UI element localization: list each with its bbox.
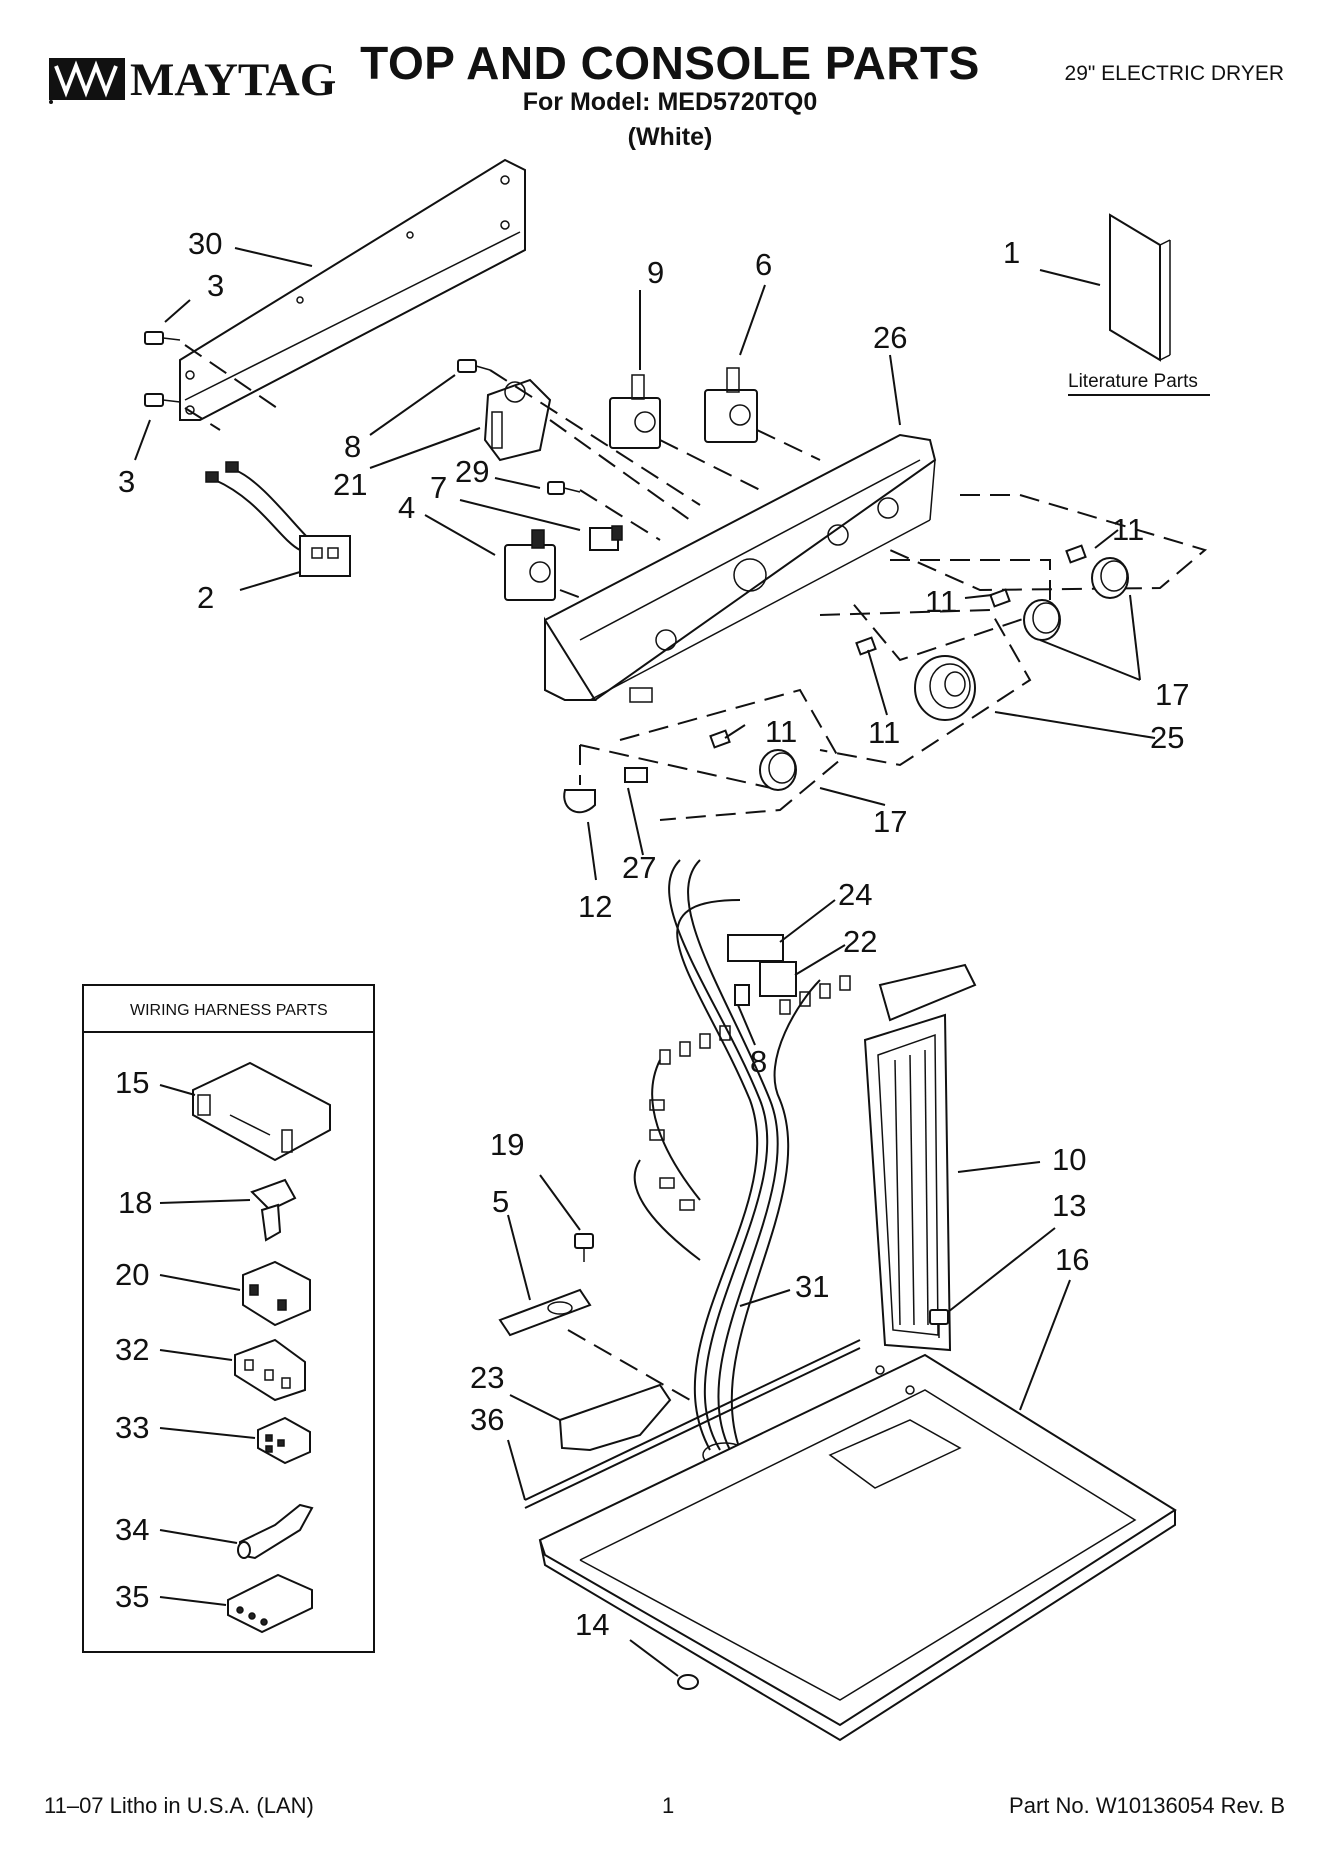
callout-32: 32 [115, 1332, 149, 1367]
callout-14: 14 [575, 1607, 609, 1642]
screw-part [457, 359, 491, 373]
part-number: Part No. W10136054 Rev. B [1009, 1793, 1285, 1818]
bracket-clip-part [563, 789, 596, 814]
callout-7: 7 [430, 470, 447, 505]
main-wire-harness-part [633, 859, 821, 1468]
leader-lines [134, 247, 1156, 1677]
callout-9: 9 [647, 255, 664, 290]
callout-22: 22 [843, 924, 877, 959]
lint-screen-part [863, 963, 977, 1352]
dryer-top-part [538, 1353, 1177, 1742]
console-back-panel-part [179, 158, 526, 421]
callout-8: 8 [344, 429, 361, 464]
callout-15: 15 [115, 1065, 149, 1100]
callout-36: 36 [470, 1402, 504, 1437]
page-number: 1 [662, 1793, 675, 1818]
litho-note: 11–07 Litho in U.S.A. (LAN) [44, 1793, 314, 1818]
callout-18: 18 [118, 1185, 152, 1220]
callout-10: 10 [1052, 1142, 1086, 1177]
switch-part [609, 374, 661, 449]
screw-part [144, 331, 181, 407]
harness-connector-part [257, 1416, 311, 1465]
callout-17: 17 [1155, 677, 1189, 712]
literature-parts-label: Literature Parts [1068, 371, 1198, 392]
wiring-box-title: WIRING HARNESS PARTS [130, 1002, 328, 1019]
harness-connector-part [242, 1260, 311, 1327]
callout-21: 21 [333, 467, 367, 502]
callout-23: 23 [470, 1360, 504, 1395]
knob-part [759, 557, 1129, 791]
switch-part [504, 529, 556, 601]
callout-30: 30 [188, 226, 222, 261]
callout-12: 12 [578, 889, 612, 924]
bracket-part [498, 1288, 592, 1337]
callout-6: 6 [755, 247, 772, 282]
brand-name: MAYTAG [130, 53, 337, 106]
terminal-part [237, 1503, 314, 1560]
screw-part [547, 481, 581, 495]
callout-31: 31 [795, 1269, 829, 1304]
callout-33: 33 [115, 1410, 149, 1445]
callout-11: 11 [925, 584, 957, 619]
callout-11: 11 [868, 715, 900, 750]
color-line: (White) [627, 123, 713, 151]
callout-29: 29 [455, 454, 489, 489]
callout-1: 1 [1003, 235, 1020, 270]
callout-3: 3 [118, 464, 135, 499]
harness-connector-part [234, 1338, 306, 1402]
callout-13: 13 [1052, 1188, 1086, 1223]
callout-34: 34 [115, 1512, 149, 1547]
callout-24: 24 [838, 877, 872, 912]
foot-part [677, 1674, 699, 1690]
connector-terminal-part [649, 975, 851, 1211]
callout-17: 17 [873, 804, 907, 839]
harness-connector-part [227, 1573, 313, 1634]
bracket-part [558, 1383, 672, 1452]
callout-5: 5 [492, 1184, 509, 1219]
callout-35: 35 [115, 1579, 149, 1614]
harness-bracket-part [727, 934, 797, 1006]
callout-11: 11 [1112, 512, 1144, 547]
wiring-harness-parts-box: WIRING HARNESS PARTS [82, 984, 375, 1653]
harness-clip-part [250, 1178, 297, 1242]
callout-2: 2 [197, 580, 214, 615]
callout-27: 27 [622, 850, 656, 885]
callout-labels: 30 3 3 9 6 1 26 8 21 29 7 4 2 11 11 11 1… [118, 226, 1189, 1642]
maytag-m-icon [49, 58, 125, 104]
maytag-logo: MAYTAG [48, 50, 336, 110]
switch-part [483, 378, 552, 462]
callout-25: 25 [1150, 720, 1184, 755]
callout-4: 4 [398, 490, 415, 525]
label-part [624, 767, 648, 783]
callout-3: 3 [207, 268, 224, 303]
switch-part [589, 525, 623, 551]
product-type: 29" ELECTRIC DRYER [1064, 62, 1284, 85]
screw-part [574, 1233, 949, 1338]
callout-16: 16 [1055, 1242, 1089, 1277]
wire-harness-part [205, 461, 351, 577]
harness-connector-part [192, 1061, 331, 1162]
console-part [544, 433, 937, 703]
switch-part [704, 367, 758, 443]
callout-20: 20 [115, 1257, 149, 1292]
callout-11: 11 [765, 714, 797, 749]
callout-19: 19 [490, 1127, 524, 1162]
model-line: For Model: MED5720TQ0 [522, 88, 818, 116]
callout-8: 8 [750, 1044, 767, 1079]
page-title: TOP AND CONSOLE PARTS [360, 37, 980, 89]
callout-26: 26 [873, 320, 907, 355]
literature-part [1109, 213, 1171, 362]
